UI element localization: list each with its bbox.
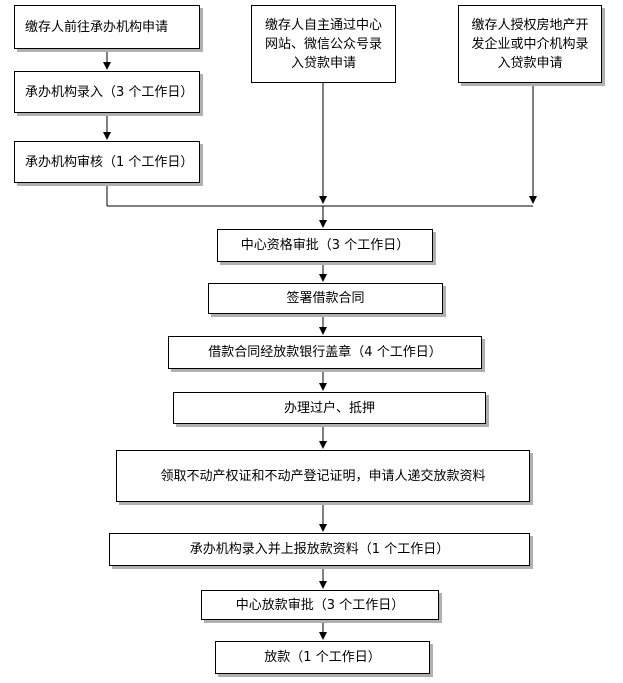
node-transfer-mortgage-label: 办理过户、抵押 bbox=[283, 400, 375, 416]
node-agency-entry: 承办机构录入（3 个工作日） bbox=[14, 71, 200, 113]
node-agency-entry-label: 承办机构录入（3 个工作日） bbox=[25, 84, 194, 100]
node-self-online: 缴存人自主通过中心网站、微信公众号录入贷款申请 bbox=[251, 5, 396, 83]
node-bank-seal-label: 借款合同经放款银行盖章（4 个工作日） bbox=[208, 345, 442, 360]
node-agency-review: 承办机构审核（1 个工作日） bbox=[14, 141, 200, 183]
node-disbursement-label: 放款（1 个工作日） bbox=[264, 650, 381, 665]
node-sign-contract-label: 签署借款合同 bbox=[286, 291, 365, 306]
node-loan-approval: 中心放款审批（3 个工作日） bbox=[201, 590, 439, 620]
node-submit-docs: 领取不动产权证和不动产登记证明，申请人递交放款资料 bbox=[116, 450, 530, 502]
node-submit-docs-label: 领取不动产权证和不动产登记证明，申请人递交放款资料 bbox=[160, 468, 486, 484]
node-apply-at-agency: 缴存人前往承办机构申请 bbox=[14, 5, 200, 49]
node-center-approval: 中心资格审批（3 个工作日） bbox=[217, 229, 433, 262]
node-center-approval-label: 中心资格审批（3 个工作日） bbox=[240, 238, 410, 253]
node-apply-at-agency-label: 缴存人前往承办机构申请 bbox=[25, 19, 169, 35]
node-self-online-label: 缴存人自主通过中心网站、微信公众号录入贷款申请 bbox=[264, 17, 382, 71]
node-transfer-mortgage: 办理过户、抵押 bbox=[173, 392, 486, 424]
node-agency-review-label: 承办机构审核（1 个工作日） bbox=[25, 154, 194, 170]
node-bank-seal: 借款合同经放款银行盖章（4 个工作日） bbox=[168, 336, 482, 369]
node-developer-entry: 缴存人授权房地产开发企业或中介机构录入贷款申请 bbox=[458, 5, 602, 83]
node-developer-entry-label: 缴存人授权房地产开发企业或中介机构录入贷款申请 bbox=[471, 17, 589, 71]
node-agency-submit-label: 承办机构录入并上报放款资料（1 个工作日） bbox=[189, 542, 450, 557]
node-disbursement: 放款（1 个工作日） bbox=[215, 641, 430, 674]
node-agency-submit: 承办机构录入并上报放款资料（1 个工作日） bbox=[109, 533, 530, 566]
node-sign-contract: 签署借款合同 bbox=[208, 283, 443, 314]
node-loan-approval-label: 中心放款审批（3 个工作日） bbox=[235, 597, 405, 613]
